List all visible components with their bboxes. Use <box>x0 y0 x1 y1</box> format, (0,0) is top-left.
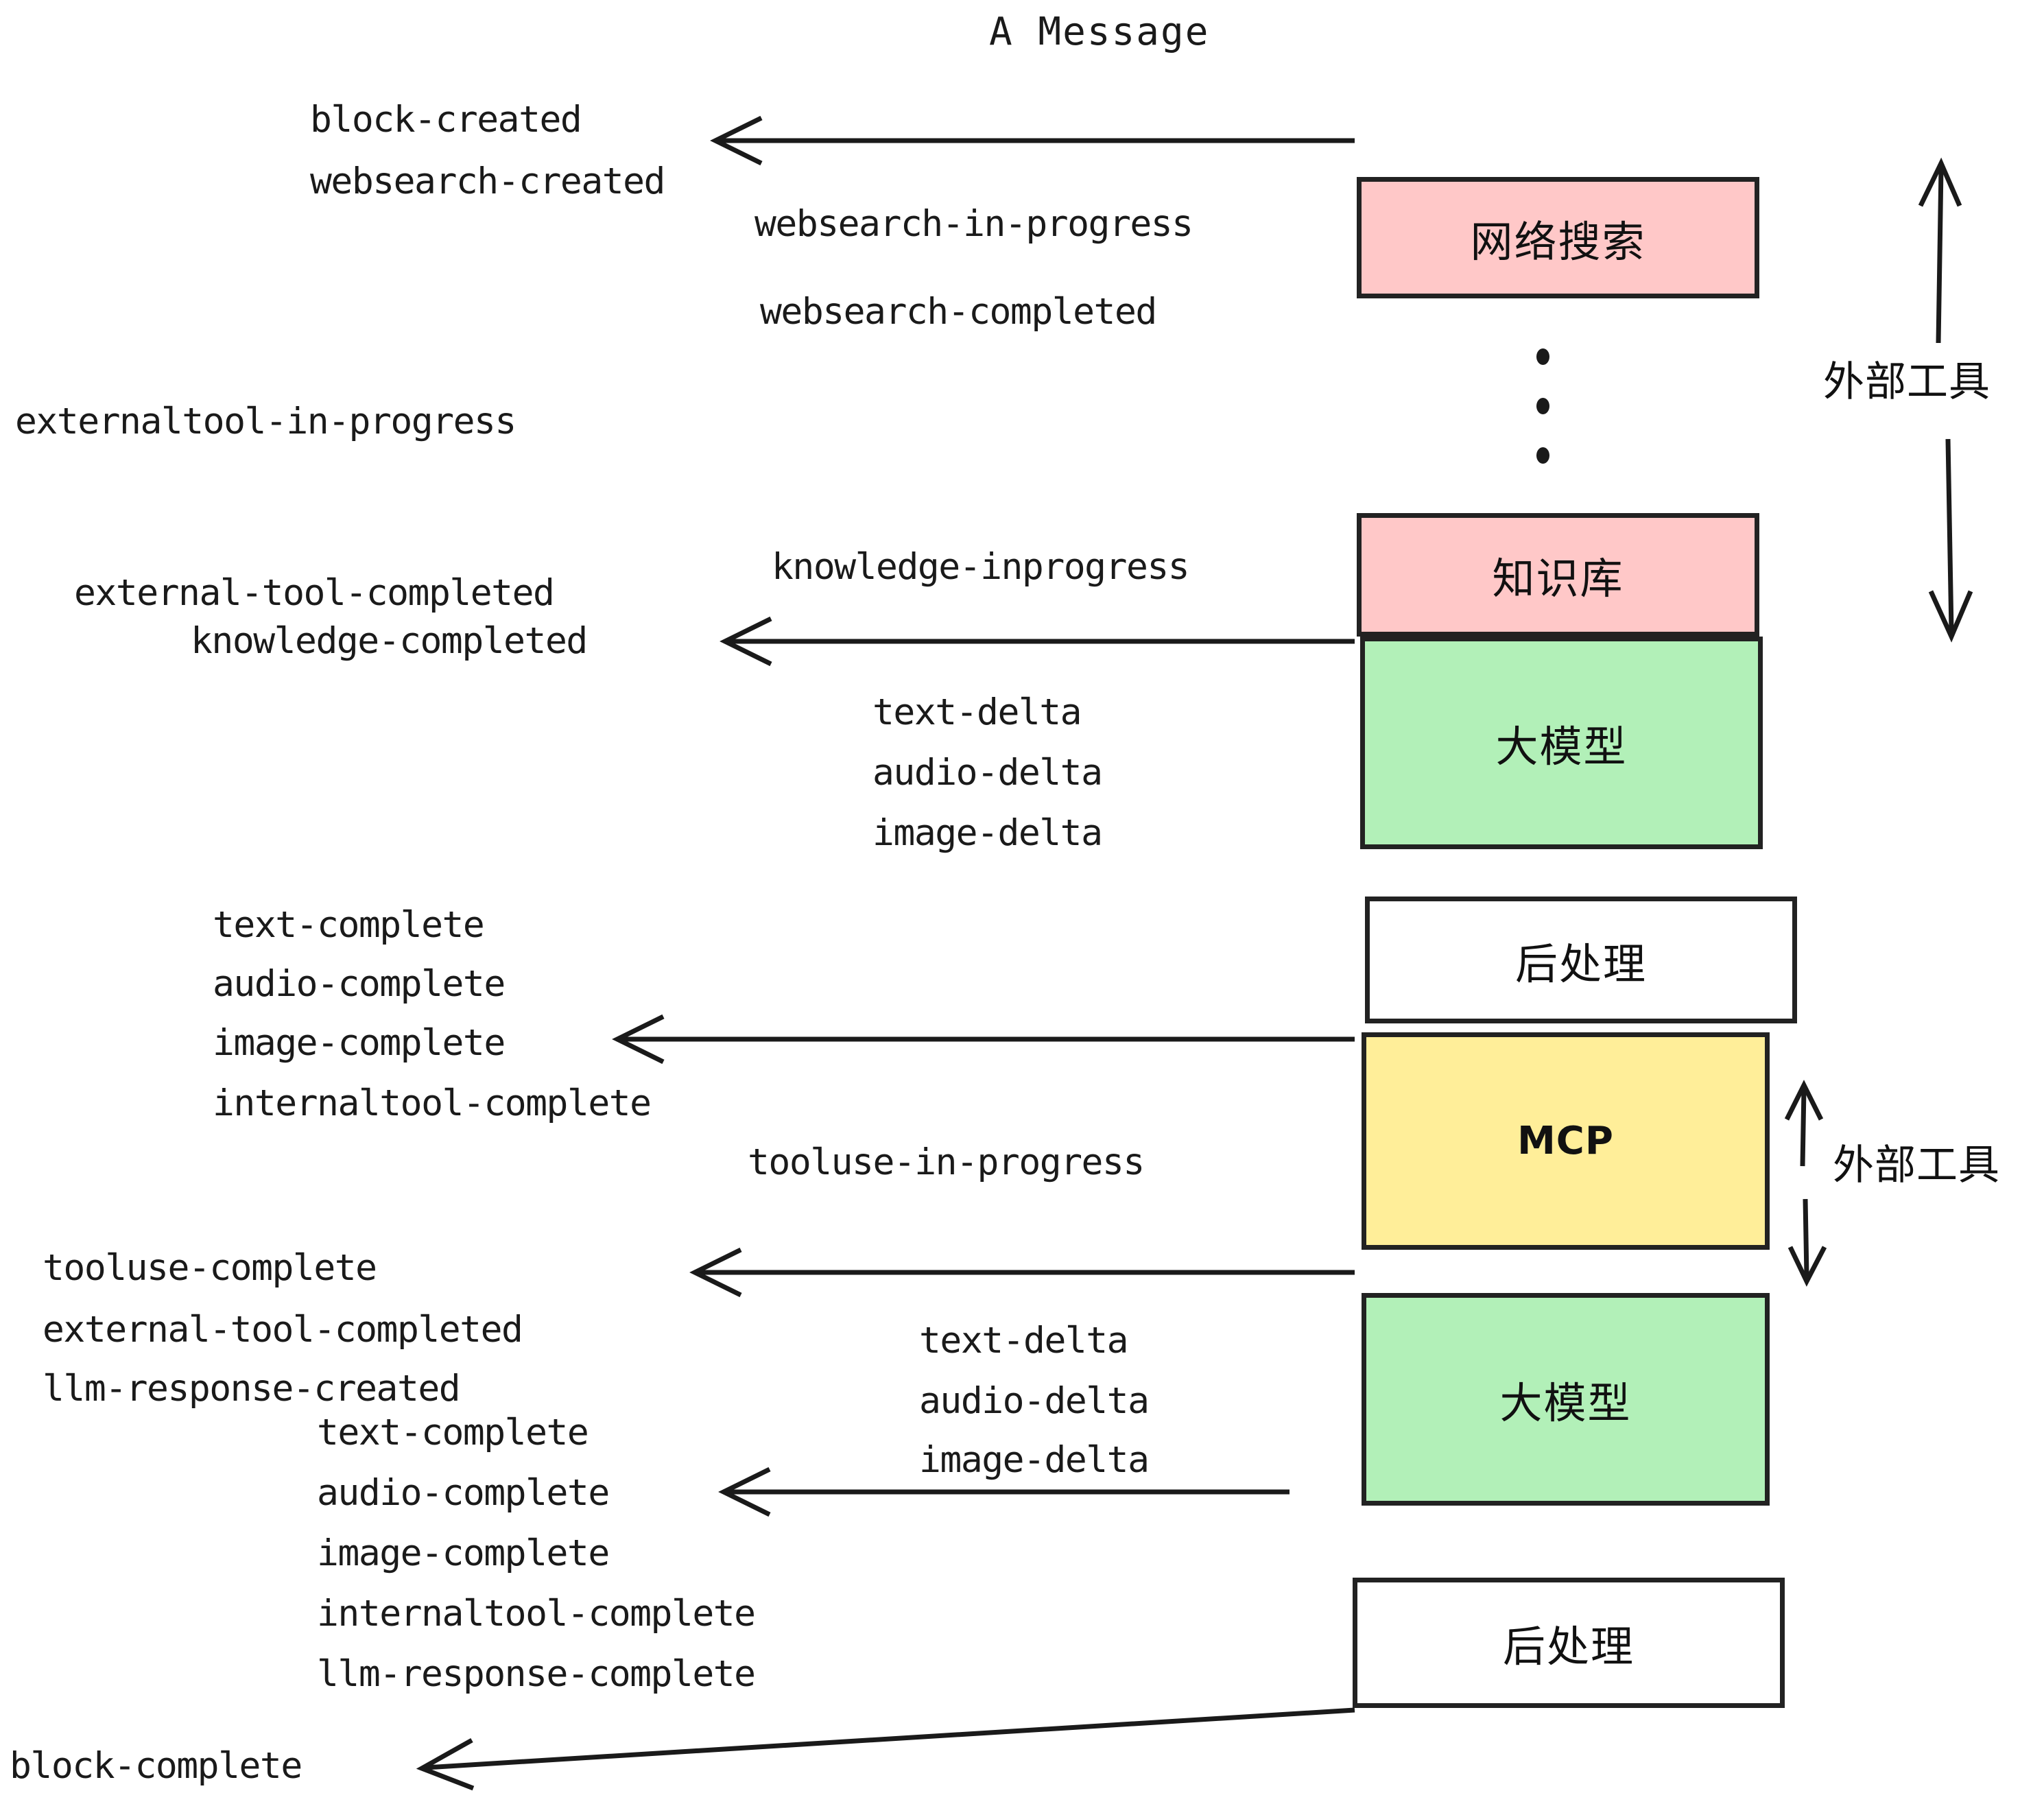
event-tooluse-in-progress: tooluse-in-progress <box>748 1141 1145 1183</box>
box-websearch[interactable]: 网络搜索 <box>1357 177 1759 298</box>
event-text-complete-1: text-complete <box>213 904 485 946</box>
event-websearch-created: websearch-created <box>310 161 665 202</box>
arrow-knowledge-to-completed <box>720 616 1355 667</box>
ellipsis-dot <box>1536 348 1549 365</box>
arrow-postprocess1-to-imagecomplete <box>612 1014 1355 1065</box>
box-postprocess-2-label: 后处理 <box>1502 1624 1635 1671</box>
event-websearch-completed: websearch-completed <box>760 291 1157 333</box>
event-image-complete-1: image-complete <box>213 1022 506 1064</box>
event-knowledge-inprogress: knowledge-inprogress <box>772 546 1190 588</box>
box-websearch-label: 网络搜索 <box>1470 218 1646 266</box>
external-tool-label-bottom: 外部工具 <box>1833 1142 2000 1188</box>
box-postprocess-2[interactable]: 后处理 <box>1353 1578 1785 1708</box>
event-internaltool-complete-2: internaltool-complete <box>317 1593 756 1635</box>
box-mcp[interactable]: MCP <box>1362 1032 1770 1250</box>
event-audio-complete-1: audio-complete <box>213 963 506 1005</box>
event-audio-delta-2: audio-delta <box>919 1380 1150 1422</box>
event-image-delta-1: image-delta <box>872 812 1103 854</box>
box-postprocess-1[interactable]: 后处理 <box>1365 897 1797 1023</box>
event-llm-response-complete: llm-response-complete <box>317 1653 756 1695</box>
arrow-websearch-to-created <box>710 115 1355 166</box>
event-block-complete: block-complete <box>10 1745 302 1787</box>
box-llm-1[interactable]: 大模型 <box>1360 637 1763 849</box>
event-external-tool-completed-1: external-tool-completed <box>74 572 555 614</box>
page-title: A Message <box>989 10 1210 54</box>
event-tooluse-complete: tooluse-complete <box>43 1247 377 1289</box>
arrow-mcp-to-toolusecomplete <box>689 1247 1355 1298</box>
event-websearch-in-progress: websearch-in-progress <box>754 203 1193 245</box>
event-audio-complete-2: audio-complete <box>317 1472 610 1514</box>
box-knowledgebase-label: 知识库 <box>1492 556 1624 603</box>
arrow-postprocess2-to-blockcomplete <box>416 1707 1355 1791</box>
box-knowledgebase[interactable]: 知识库 <box>1357 513 1759 637</box>
external-tool-label-top: 外部工具 <box>1823 359 1990 405</box>
box-llm-2[interactable]: 大模型 <box>1362 1293 1770 1506</box>
box-mcp-label: MCP <box>1517 1119 1614 1163</box>
event-image-complete-2: image-complete <box>317 1532 610 1574</box>
ellipsis-dot <box>1536 398 1549 414</box>
event-image-delta-2: image-delta <box>919 1439 1150 1481</box>
event-block-created: block-created <box>310 99 582 141</box>
event-internaltool-complete-1: internaltool-complete <box>213 1082 652 1124</box>
event-text-delta-1: text-delta <box>872 691 1082 733</box>
event-external-tool-completed-2: external-tool-completed <box>43 1309 523 1351</box>
ellipsis-dot <box>1536 447 1549 464</box>
box-llm-1-label: 大模型 <box>1495 724 1628 771</box>
box-llm-2-label: 大模型 <box>1499 1380 1632 1427</box>
external-tool-span-bottom <box>1784 1080 1827 1287</box>
event-llm-response-created: llm-response-created <box>43 1368 461 1410</box>
event-knowledge-completed: knowledge-completed <box>191 620 588 662</box>
event-externaltool-in-progress: externaltool-in-progress <box>15 401 516 442</box>
box-postprocess-1-label: 后处理 <box>1514 940 1647 988</box>
event-audio-delta-1: audio-delta <box>872 752 1103 794</box>
event-text-delta-2: text-delta <box>919 1320 1129 1362</box>
event-text-complete-2: text-complete <box>317 1412 589 1453</box>
